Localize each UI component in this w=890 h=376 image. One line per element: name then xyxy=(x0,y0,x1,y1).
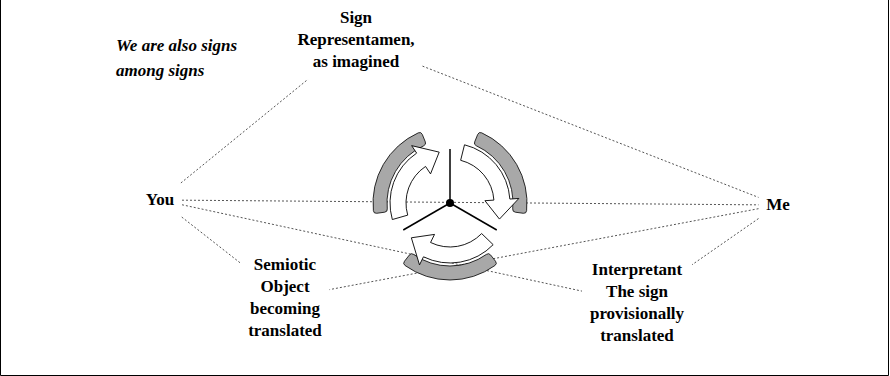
cycle-arrow xyxy=(411,234,493,265)
dotted-connector xyxy=(182,217,241,263)
concept-text: Interpretant The sign provisionally tran… xyxy=(588,259,686,347)
concept-node: You xyxy=(141,186,179,214)
cycle-arm xyxy=(449,149,451,203)
concept-node: Interpretant The sign provisionally tran… xyxy=(585,256,689,350)
concept-text: Semiotic Object becoming translated xyxy=(247,254,324,342)
motto-label: We are also signs among signs xyxy=(116,34,276,83)
dotted-connector xyxy=(330,209,759,290)
cycle-arrow xyxy=(461,145,519,219)
concept-text: Sign Representamen, as imagined xyxy=(296,7,417,73)
dotted-connector xyxy=(692,219,759,265)
dotted-connector xyxy=(181,79,308,183)
cycle-arm xyxy=(403,203,450,230)
concept-node: Me xyxy=(762,191,795,219)
concept-node: Semiotic Object becoming translated xyxy=(244,251,327,345)
concept-text: You xyxy=(144,189,176,211)
center-dot xyxy=(446,199,454,207)
concept-text: Me xyxy=(765,194,792,216)
cycle-arrow xyxy=(390,146,439,220)
dotted-connector xyxy=(182,200,759,205)
concept-node: Sign Representamen, as imagined xyxy=(293,4,420,76)
cycle-arm xyxy=(450,203,497,230)
dotted-connector xyxy=(423,66,759,197)
dotted-connector xyxy=(182,205,582,291)
